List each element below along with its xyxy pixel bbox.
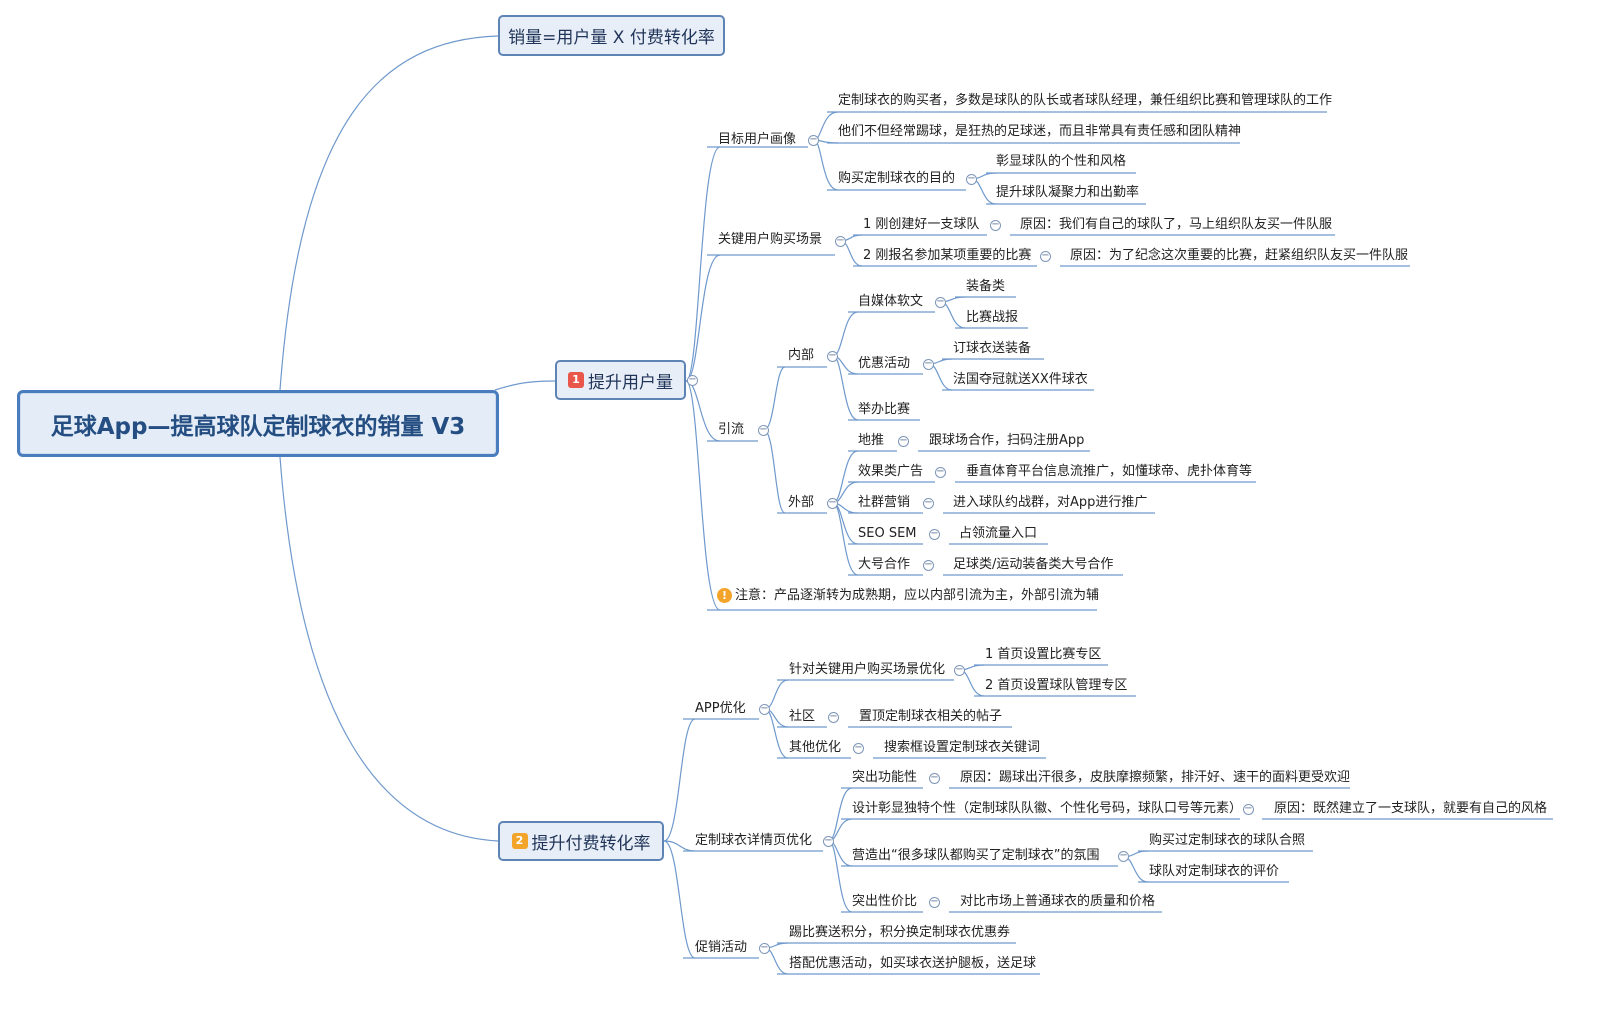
collapse-icon[interactable]: − (1243, 803, 1254, 815)
collapse-icon[interactable]: − (827, 350, 838, 362)
topic-value[interactable]: 突出性价比 (852, 894, 918, 909)
topic-external-5-value[interactable]: 足球类/运动装备类大号合作 (953, 557, 1114, 572)
topic-persona-item-1[interactable]: 定制球衣的购买者，多数是球队的队长或者球队经理，兼任组织比赛和管理球队的工作 (838, 93, 1333, 108)
topic-external-2[interactable]: 效果类广告 (858, 464, 924, 479)
topic-promo[interactable]: 优惠活动 (858, 356, 911, 371)
topic-internal[interactable]: 内部 (788, 348, 815, 363)
topic-promo-item-1[interactable]: 订球衣送装备 (953, 341, 1032, 356)
topic-value-value[interactable]: 对比市场上普通球衣的质量和价格 (960, 894, 1156, 909)
topic-scene-1[interactable]: 1 刚创建好一支球队 (863, 217, 980, 232)
collapse-icon[interactable]: − (923, 559, 934, 571)
topic-promo-item-2[interactable]: 法国夺冠就送XX件球衣 (953, 372, 1088, 387)
topic-promo2[interactable]: 促销活动 (695, 940, 748, 955)
collapse-icon[interactable]: − (935, 296, 946, 308)
topic-external-1-value[interactable]: 跟球场合作，扫码注册App (929, 433, 1085, 448)
topic-scene-1-reason[interactable]: 原因：我们有自己的球队了，马上组织队友买一件队服 (1020, 217, 1333, 232)
topic-promo2-item-2[interactable]: 搭配优惠活动，如买球衣送护腿板，送足球 (789, 956, 1037, 971)
topic-other-value[interactable]: 搜索框设置定制球衣关键词 (884, 740, 1041, 755)
topic-event[interactable]: 举办比赛 (858, 402, 911, 417)
topic-app[interactable]: APP优化 (695, 701, 746, 716)
root-topic[interactable]: 足球App—提高球队定制球衣的销量 V3 (17, 390, 499, 457)
topic-scene-2[interactable]: 2 刚报名参加某项重要的比赛 (863, 248, 1032, 263)
collapse-icon[interactable]: − (759, 942, 770, 954)
topic-purpose[interactable]: 购买定制球衣的目的 (838, 171, 956, 186)
topic-media[interactable]: 自媒体软文 (858, 294, 924, 309)
priority-2-badge: 2 (511, 833, 528, 849)
topic-community-value[interactable]: 置顶定制球衣相关的帖子 (859, 709, 1003, 724)
topic-media-item-2[interactable]: 比赛战报 (966, 310, 1019, 325)
topic-app-scene[interactable]: 针对关键用户购买场景优化 (789, 662, 946, 677)
formula-topic[interactable]: 销量=用户量 X 付费转化率 (498, 15, 725, 56)
topic-design[interactable]: 设计彰显独特个性（定制球队队徽、个性化号码，球队口号等元素） (852, 801, 1243, 816)
topic-function-value[interactable]: 原因：踢球出汗很多，皮肤摩擦频繁，排汗好、速干的面料更受欢迎 (960, 770, 1351, 785)
collapse-icon[interactable]: − (1040, 250, 1051, 262)
collapse-icon[interactable]: − (923, 497, 934, 509)
collapse-icon[interactable]: − (687, 374, 698, 386)
topic-persona[interactable]: 目标用户画像 (718, 132, 797, 147)
collapse-icon[interactable]: − (990, 219, 1001, 231)
topic-persona-item-2[interactable]: 他们不但经常踢球，是狂热的足球迷，而且非常具有责任感和团队精神 (838, 124, 1242, 139)
topic-external-3[interactable]: 社群营销 (858, 495, 911, 510)
collapse-icon[interactable]: − (898, 435, 909, 447)
collapse-icon[interactable]: − (954, 664, 965, 676)
collapse-icon[interactable]: − (835, 235, 846, 247)
topic-atmosphere[interactable]: 营造出“很多球队都购买了定制球衣”的氛围 (852, 848, 1100, 863)
collapse-icon[interactable]: − (758, 424, 769, 436)
topic-traffic[interactable]: 引流 (718, 422, 745, 437)
topic-note[interactable]: 注意：产品逐渐转为成熟期，应以内部引流为主，外部引流为辅 (735, 588, 1100, 603)
topic-media-item-1[interactable]: 装备类 (966, 279, 1006, 294)
collapse-icon[interactable]: − (929, 528, 940, 540)
collapse-icon[interactable]: − (929, 896, 940, 908)
warning-icon: ! (717, 588, 732, 603)
topic-atmosphere-1[interactable]: 购买过定制球衣的球队合照 (1149, 833, 1306, 848)
collapse-icon[interactable]: − (929, 772, 940, 784)
topic-external-4-value[interactable]: 占领流量入口 (959, 526, 1038, 541)
topic-external-2-value[interactable]: 垂直体育平台信息流推广，如懂球帝、虎扑体育等 (966, 464, 1253, 479)
priority-1-badge: 1 (568, 372, 584, 388)
formula-label: 销量=用户量 X 付费转化率 (508, 28, 715, 48)
topic-scene-2-reason[interactable]: 原因：为了纪念这次重要的比赛，赶紧组织队友买一件队服 (1070, 248, 1409, 263)
topic-external-4[interactable]: SEO SEM (858, 526, 917, 541)
topic-function[interactable]: 突出功能性 (852, 770, 918, 785)
branch-conversion[interactable]: 2 提升付费转化率 (498, 821, 664, 861)
collapse-icon[interactable]: − (853, 742, 864, 754)
collapse-icon[interactable]: − (828, 711, 839, 723)
collapse-icon[interactable]: − (1118, 850, 1129, 862)
topic-external[interactable]: 外部 (788, 495, 815, 510)
topic-scene[interactable]: 关键用户购买场景 (718, 232, 823, 247)
topic-external-1[interactable]: 地推 (858, 433, 885, 448)
topic-app-scene-1[interactable]: 1 首页设置比赛专区 (985, 647, 1102, 662)
branch-conversion-label: 提升付费转化率 (531, 833, 651, 854)
topic-other[interactable]: 其他优化 (789, 740, 842, 755)
topic-external-5[interactable]: 大号合作 (858, 557, 911, 572)
branch-user-growth-label: 提升用户量 (588, 372, 673, 393)
root-topic-label: 足球App—提高球队定制球衣的销量 V3 (50, 413, 466, 440)
topic-atmosphere-2[interactable]: 球队对定制球衣的评价 (1149, 864, 1280, 879)
topic-app-scene-2[interactable]: 2 首页设置球队管理专区 (985, 678, 1128, 693)
collapse-icon[interactable]: − (966, 173, 977, 185)
collapse-icon[interactable]: − (823, 835, 834, 847)
collapse-icon[interactable]: − (759, 703, 770, 715)
topic-promo2-item-1[interactable]: 踢比赛送积分，积分换定制球衣优惠券 (789, 925, 1011, 940)
collapse-icon[interactable]: − (923, 358, 934, 370)
collapse-icon[interactable]: − (827, 497, 838, 509)
topic-community[interactable]: 社区 (789, 709, 816, 724)
topic-purpose-item-2[interactable]: 提升球队凝聚力和出勤率 (996, 185, 1140, 200)
collapse-icon[interactable]: − (935, 466, 946, 478)
collapse-icon[interactable]: − (808, 134, 819, 146)
topic-detail[interactable]: 定制球衣详情页优化 (695, 833, 813, 848)
topic-design-value[interactable]: 原因：既然建立了一支球队，就要有自己的风格 (1274, 801, 1548, 816)
topic-purpose-item-1[interactable]: 彰显球队的个性和风格 (996, 154, 1127, 169)
topic-external-3-value[interactable]: 进入球队约战群，对App进行推广 (953, 495, 1148, 510)
branch-user-growth[interactable]: 1 提升用户量 (555, 360, 686, 400)
